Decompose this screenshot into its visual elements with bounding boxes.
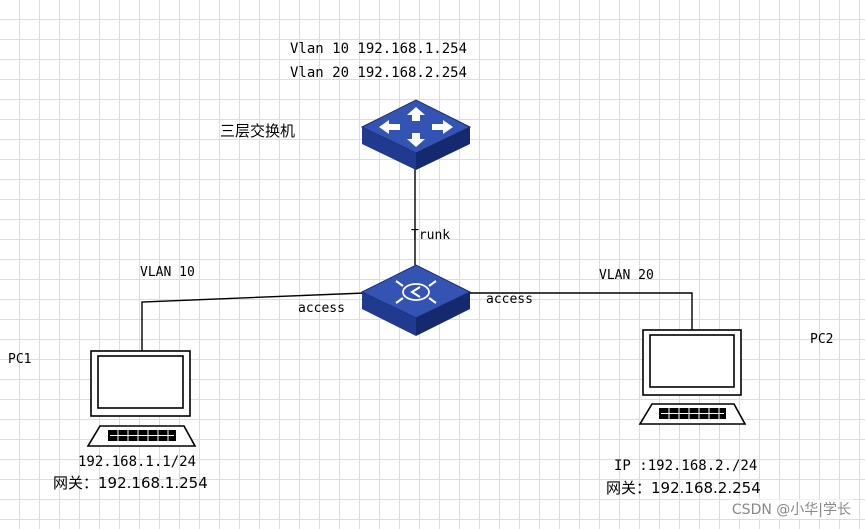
access-label-right: access bbox=[486, 292, 533, 307]
layer3-switch-label: 三层交换机 bbox=[220, 122, 296, 140]
layer3-switch-icon bbox=[360, 99, 472, 170]
trunk-label: Trunk bbox=[411, 228, 451, 243]
pc2-name: PC2 bbox=[810, 332, 834, 347]
connection-lines bbox=[141, 168, 693, 352]
pc2-ip-address: IP :192.168.2./24 bbox=[614, 458, 758, 474]
vlan20-interface-address: Vlan 20 192.168.2.254 bbox=[290, 65, 468, 81]
pc1-name: PC1 bbox=[8, 352, 32, 367]
access-link-pc1 bbox=[141, 292, 366, 352]
pc1-ip-address: 192.168.1.1/24 bbox=[78, 454, 197, 470]
vlan20-label: VLAN 20 bbox=[599, 268, 654, 283]
pc2-gateway: 网关：192.168.2.254 bbox=[606, 479, 761, 497]
vlan10-label: VLAN 10 bbox=[140, 265, 195, 280]
pc2-computer-icon bbox=[638, 329, 747, 425]
vlan10-interface-address: Vlan 10 192.168.1.254 bbox=[290, 41, 468, 57]
access-label-left: access bbox=[298, 301, 345, 316]
pc1-computer-icon bbox=[86, 350, 197, 447]
layer2-switch-icon bbox=[360, 264, 472, 336]
pc1-gateway: 网关：192.168.1.254 bbox=[53, 474, 208, 492]
access-link-pc2 bbox=[467, 292, 693, 332]
watermark: CSDN @小华|学长 bbox=[729, 499, 853, 519]
